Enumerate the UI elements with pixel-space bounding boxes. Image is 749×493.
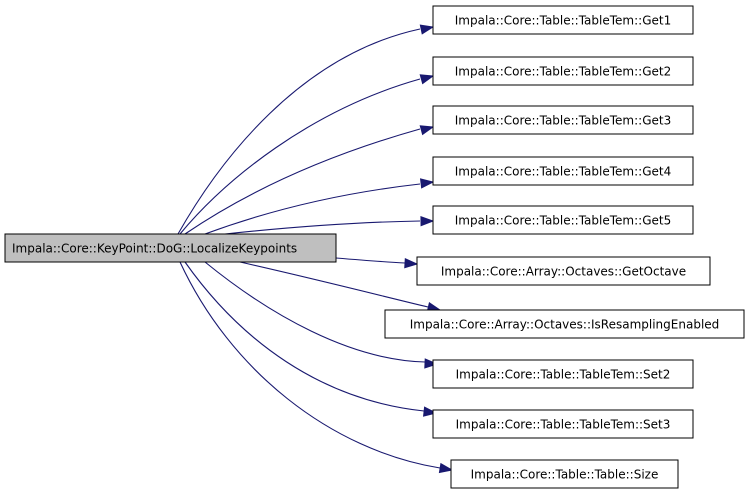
callee-node-label: Impala::Core::Array::Octaves::IsResampli… xyxy=(410,318,720,332)
callee-node-4[interactable]: Impala::Core::Table::TableTem::Get4 xyxy=(432,156,694,186)
callee-node-label: Impala::Core::Table::TableTem::Get3 xyxy=(455,114,671,128)
call-edge-4 xyxy=(204,183,421,235)
arrowhead-icon xyxy=(419,74,435,85)
root-node[interactable]: Impala::Core::KeyPoint::DoG::LocalizeKey… xyxy=(4,233,337,263)
arrowhead-icon xyxy=(419,178,435,189)
call-edge-8 xyxy=(204,261,426,363)
callee-node-label: Impala::Core::Table::TableTem::Get4 xyxy=(455,165,671,179)
call-edge-9 xyxy=(184,261,425,412)
call-edges xyxy=(177,24,454,474)
arrowhead-icon xyxy=(419,125,435,136)
callee-node-3[interactable]: Impala::Core::Table::TableTem::Get3 xyxy=(432,105,694,135)
callee-node-box xyxy=(432,156,694,186)
callee-node-box xyxy=(432,5,694,35)
callee-node-label: Impala::Core::Table::TableTem::Get5 xyxy=(455,214,671,228)
callee-node-7[interactable]: Impala::Core::Array::Octaves::IsResampli… xyxy=(384,309,745,339)
arrowhead-icon xyxy=(422,406,438,417)
callee-node-8[interactable]: Impala::Core::Table::TableTem::Set2 xyxy=(432,359,694,389)
callee-node-box xyxy=(432,56,694,86)
callee-node-box xyxy=(416,256,711,286)
callee-node-box xyxy=(432,205,694,235)
callee-node-5[interactable]: Impala::Core::Table::TableTem::Get5 xyxy=(432,205,694,235)
call-edge-3 xyxy=(184,128,421,235)
callee-node-label: Impala::Core::Table::TableTem::Set3 xyxy=(456,418,671,432)
callee-node-1[interactable]: Impala::Core::Table::TableTem::Get1 xyxy=(432,5,694,35)
root-node-box xyxy=(4,233,337,263)
callee-node-label: Impala::Core::Table::Table::Size xyxy=(471,468,659,482)
arrowhead-icon xyxy=(404,258,419,269)
call-edge-10 xyxy=(179,261,441,469)
callee-node-label: Impala::Core::Table::TableTem::Set2 xyxy=(456,368,671,382)
arrowhead-icon xyxy=(420,215,435,227)
arrowhead-icon xyxy=(419,24,435,35)
call-edge-1 xyxy=(177,28,421,235)
callee-node-box xyxy=(432,105,694,135)
callee-node-box xyxy=(432,359,694,389)
callee-node-box xyxy=(432,409,694,439)
callee-node-box xyxy=(384,309,745,339)
call-graph-nodes: Impala::Core::KeyPoint::DoG::LocalizeKey… xyxy=(4,5,745,489)
root-node-label: Impala::Core::KeyPoint::DoG::LocalizeKey… xyxy=(12,242,297,256)
call-edge-6 xyxy=(335,257,406,264)
callee-node-label: Impala::Core::Array::Octaves::GetOctave xyxy=(441,265,686,279)
call-edge-2 xyxy=(179,78,421,235)
callee-node-box xyxy=(450,459,679,489)
callee-node-label: Impala::Core::Table::TableTem::Get2 xyxy=(455,65,671,79)
arrowhead-icon xyxy=(424,358,439,369)
callee-node-2[interactable]: Impala::Core::Table::TableTem::Get2 xyxy=(432,56,694,86)
call-edge-5 xyxy=(224,220,421,235)
callee-node-6[interactable]: Impala::Core::Array::Octaves::GetOctave xyxy=(416,256,711,286)
call-edge-7 xyxy=(239,261,429,308)
callee-node-10[interactable]: Impala::Core::Table::Table::Size xyxy=(450,459,679,489)
callee-node-9[interactable]: Impala::Core::Table::TableTem::Set3 xyxy=(432,409,694,439)
callee-node-label: Impala::Core::Table::TableTem::Get1 xyxy=(455,14,671,28)
arrowhead-icon xyxy=(438,462,454,474)
